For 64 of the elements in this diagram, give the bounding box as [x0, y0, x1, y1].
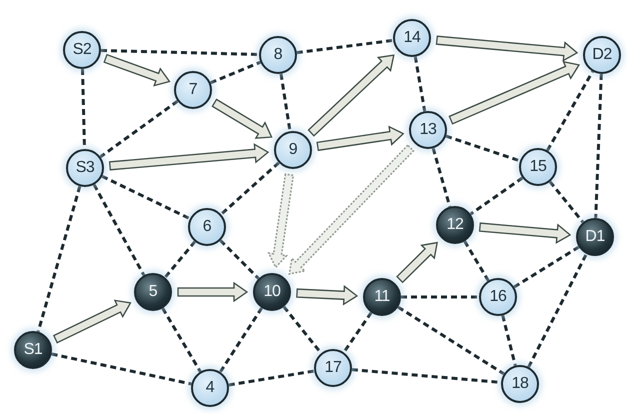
connector-line [446, 134, 520, 162]
connector-line [100, 49, 260, 56]
connector-line [100, 100, 178, 158]
connector-line [513, 246, 580, 288]
network-node: 8 [259, 36, 297, 74]
network-node: 4 [191, 369, 229, 407]
connector-line [161, 308, 202, 372]
arrow [308, 54, 395, 137]
connector-line [101, 174, 191, 220]
arrow [296, 285, 358, 306]
arrow [396, 242, 438, 284]
arrow [478, 222, 572, 244]
connector-line [501, 315, 517, 366]
connector-line [470, 176, 524, 216]
connector-line [594, 74, 603, 218]
connector-line [51, 352, 192, 386]
network-node: 10 [253, 273, 291, 311]
connector-line [296, 38, 394, 54]
arrow [52, 300, 132, 344]
network-node: D2 [583, 36, 621, 74]
connector-line [342, 312, 372, 354]
arrow [103, 54, 171, 87]
arrow [288, 144, 415, 275]
connector-line [282, 306, 322, 354]
network-node: S1 [14, 331, 52, 369]
connector-line [164, 240, 196, 278]
network-node: 7 [174, 71, 212, 109]
connector-line [527, 253, 588, 368]
network-node: 13 [409, 111, 447, 149]
arrow [212, 98, 273, 139]
network-node: 11 [363, 278, 401, 316]
network-node: D1 [576, 218, 614, 256]
network-node: 16 [479, 278, 517, 316]
connector-line [219, 239, 260, 280]
network-node: 17 [314, 349, 352, 387]
connector-line [463, 240, 490, 282]
network-node: S3 [66, 149, 104, 187]
connector-line [397, 306, 505, 376]
connector-line [220, 162, 280, 216]
network-node: 14 [393, 19, 431, 57]
network-node: 15 [519, 148, 557, 186]
arrow [316, 126, 404, 152]
connector-line [36, 186, 82, 332]
connector-line [414, 56, 426, 112]
network-node: 9 [274, 131, 312, 169]
connector-line [219, 307, 263, 373]
arrow [267, 173, 294, 269]
connector-line [546, 70, 594, 152]
connector-line [92, 184, 146, 276]
network-node: S2 [63, 31, 101, 69]
arrow [177, 282, 248, 302]
connector-line [432, 148, 452, 208]
arrow [448, 60, 580, 125]
network-node: 12 [436, 206, 474, 244]
arrow [436, 36, 578, 62]
connector-line [548, 180, 584, 224]
connector-line [280, 74, 292, 132]
network-node: 5 [134, 273, 172, 311]
network-node: 18 [501, 365, 539, 403]
connector-line [210, 60, 261, 84]
connector-line [401, 296, 479, 298]
connector-line [228, 370, 314, 386]
network-node: 6 [188, 208, 226, 246]
arrow [108, 143, 270, 170]
